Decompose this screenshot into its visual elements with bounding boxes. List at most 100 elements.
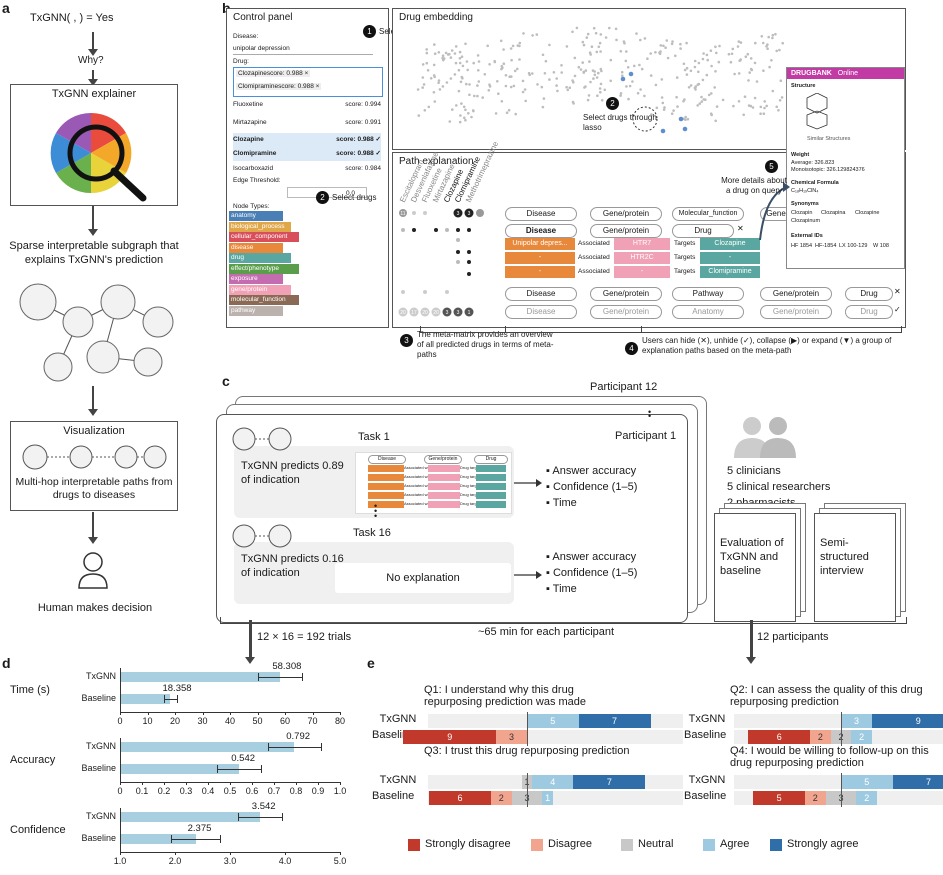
likert-row-label: Baseline — [684, 729, 727, 741]
path-node[interactable]: Pathway — [672, 287, 744, 301]
similar-structures-link[interactable]: Similar Structures — [807, 136, 851, 142]
drug-list-item[interactable]: Clomipramine score: 0.988 ✓ — [233, 147, 381, 161]
participant-group: 5 clinicians — [727, 465, 781, 477]
embedding-point — [663, 106, 666, 109]
embedding-point — [477, 60, 481, 63]
node-type-biological-process[interactable]: biological_process — [229, 221, 291, 232]
error-bar — [170, 839, 221, 840]
drug-list-item[interactable]: Fluoxetine score: 0.994 — [233, 101, 381, 108]
embedding-point — [459, 80, 463, 84]
matrix-dot — [434, 228, 438, 232]
path-node[interactable]: Disease — [505, 305, 577, 319]
embedding-point — [655, 106, 659, 110]
node-type-anatomy[interactable]: anatomy — [229, 211, 283, 221]
hide-icon[interactable]: ✕ — [737, 224, 744, 233]
lasso-text: Select drugs through lasso — [583, 113, 657, 132]
likert-segment-agree: 2 — [856, 791, 878, 805]
path-node[interactable]: Drug — [845, 287, 893, 301]
likert-segment-agree: 2 — [851, 730, 872, 744]
measure-item: ▪ Confidence (1–5) — [546, 481, 638, 493]
path-cell-drug[interactable]: Clozapine — [700, 238, 760, 250]
subplot-ylabel: Time (s) — [10, 684, 50, 696]
embedding-point — [599, 82, 603, 86]
embedding-point — [458, 61, 462, 65]
path-node[interactable]: Drug — [672, 224, 734, 238]
selected-drug-chip[interactable]: Clomipraminescore: 0.988 × — [236, 83, 322, 90]
embedding-point — [448, 52, 451, 56]
matrix-dot — [401, 290, 405, 294]
path-node[interactable]: Gene/protein — [760, 287, 832, 301]
drug-multiselect[interactable]: Clozapinescore: 0.988 × Clomipraminescor… — [233, 67, 383, 97]
embedding-point — [609, 58, 613, 62]
drugbank-online: Online — [837, 70, 859, 77]
embedding-point — [658, 51, 661, 54]
mini-cell-gene — [428, 483, 460, 490]
bar-value-label: 3.542 — [251, 801, 276, 812]
matrix-count-cell — [420, 307, 430, 317]
prediction-2-text: TxGNN predicts 0.16 of indication — [241, 553, 344, 579]
step-2-badge: 2 — [316, 191, 329, 204]
drug-list-item[interactable]: Mirtazapine score: 0.991 — [233, 119, 381, 126]
path-node[interactable]: Disease — [505, 207, 577, 221]
hide-icon[interactable]: ✕ — [894, 287, 901, 296]
embedding-point — [502, 62, 506, 65]
node-type-pathway[interactable]: pathway — [229, 305, 283, 316]
embedding-point — [488, 63, 491, 66]
path-node[interactable]: Disease — [505, 287, 577, 301]
embedding-point — [579, 68, 583, 71]
embedding-point — [592, 77, 595, 80]
node-type-cellular-component[interactable]: cellular_component — [229, 232, 299, 242]
embedding-point — [512, 84, 516, 88]
embedding-point — [423, 109, 427, 112]
embedding-point — [627, 97, 630, 101]
x-tick-label: 0 — [117, 716, 123, 726]
participant-group: 5 clinical researchers — [727, 481, 831, 493]
embedding-point — [468, 93, 471, 97]
embedding-point — [599, 90, 602, 94]
embedding-point — [714, 45, 717, 49]
unhide-icon[interactable]: ✓ — [894, 305, 901, 314]
embedding-point — [591, 69, 595, 72]
path-node[interactable]: Anatomy — [672, 305, 744, 319]
path-cell-drug[interactable]: Clomipramine — [700, 266, 760, 278]
embedding-point — [684, 118, 687, 121]
node-type-gene-protein[interactable]: gene/protein — [229, 284, 291, 295]
embedding-point — [696, 104, 699, 107]
drug-list-item[interactable]: Clozapine score: 0.988 ✓ — [233, 133, 381, 147]
selected-drug-chip[interactable]: Clozapinescore: 0.988 × — [236, 70, 311, 77]
embedding-point — [710, 64, 713, 68]
embedding-point — [421, 63, 425, 66]
disease-select[interactable]: unipolar depression — [233, 43, 373, 55]
embedding-point — [707, 93, 711, 97]
embedding-point — [540, 85, 544, 89]
path-node[interactable]: Gene/protein — [590, 287, 662, 301]
embedding-point — [619, 50, 623, 53]
embedding-point — [536, 83, 539, 86]
path-node[interactable]: Gene/protein — [590, 224, 662, 238]
matrix-count: 17 — [411, 310, 417, 316]
node-type-exposure[interactable]: exposure — [229, 274, 283, 284]
error-cap — [320, 743, 322, 751]
matrix-count-cell — [476, 209, 484, 217]
drug-list-item[interactable]: Isocarboxazid score: 0.984 — [233, 165, 381, 172]
embedding-point — [736, 45, 740, 48]
path-node[interactable]: Gene/protein — [590, 207, 662, 221]
path-node[interactable]: Molecular_function — [672, 207, 744, 221]
node-type-effect-phenotype[interactable]: effect/phenotype — [229, 263, 299, 274]
path-node[interactable]: Gene/protein — [760, 305, 832, 319]
x-tick-label: 10 — [142, 716, 153, 726]
path-node[interactable]: Gene/protein — [590, 305, 662, 319]
path-node[interactable]: Disease — [505, 224, 577, 238]
path-node[interactable]: Drug — [845, 305, 893, 319]
embedding-point — [700, 100, 704, 103]
embedding-point — [461, 77, 464, 80]
legend-label: Agree — [720, 838, 750, 850]
embedding-point — [454, 61, 458, 65]
matrix-count: 3 — [468, 211, 471, 217]
node-type-drug[interactable]: drug — [229, 253, 291, 263]
visualization-text: Multi-hop interpretable paths from drugs… — [15, 476, 173, 501]
embedding-point — [476, 54, 480, 57]
embedding-point — [686, 117, 690, 121]
node-type-disease[interactable]: disease — [229, 242, 283, 253]
node-type-molecular-function[interactable]: molecular_function — [229, 295, 299, 305]
